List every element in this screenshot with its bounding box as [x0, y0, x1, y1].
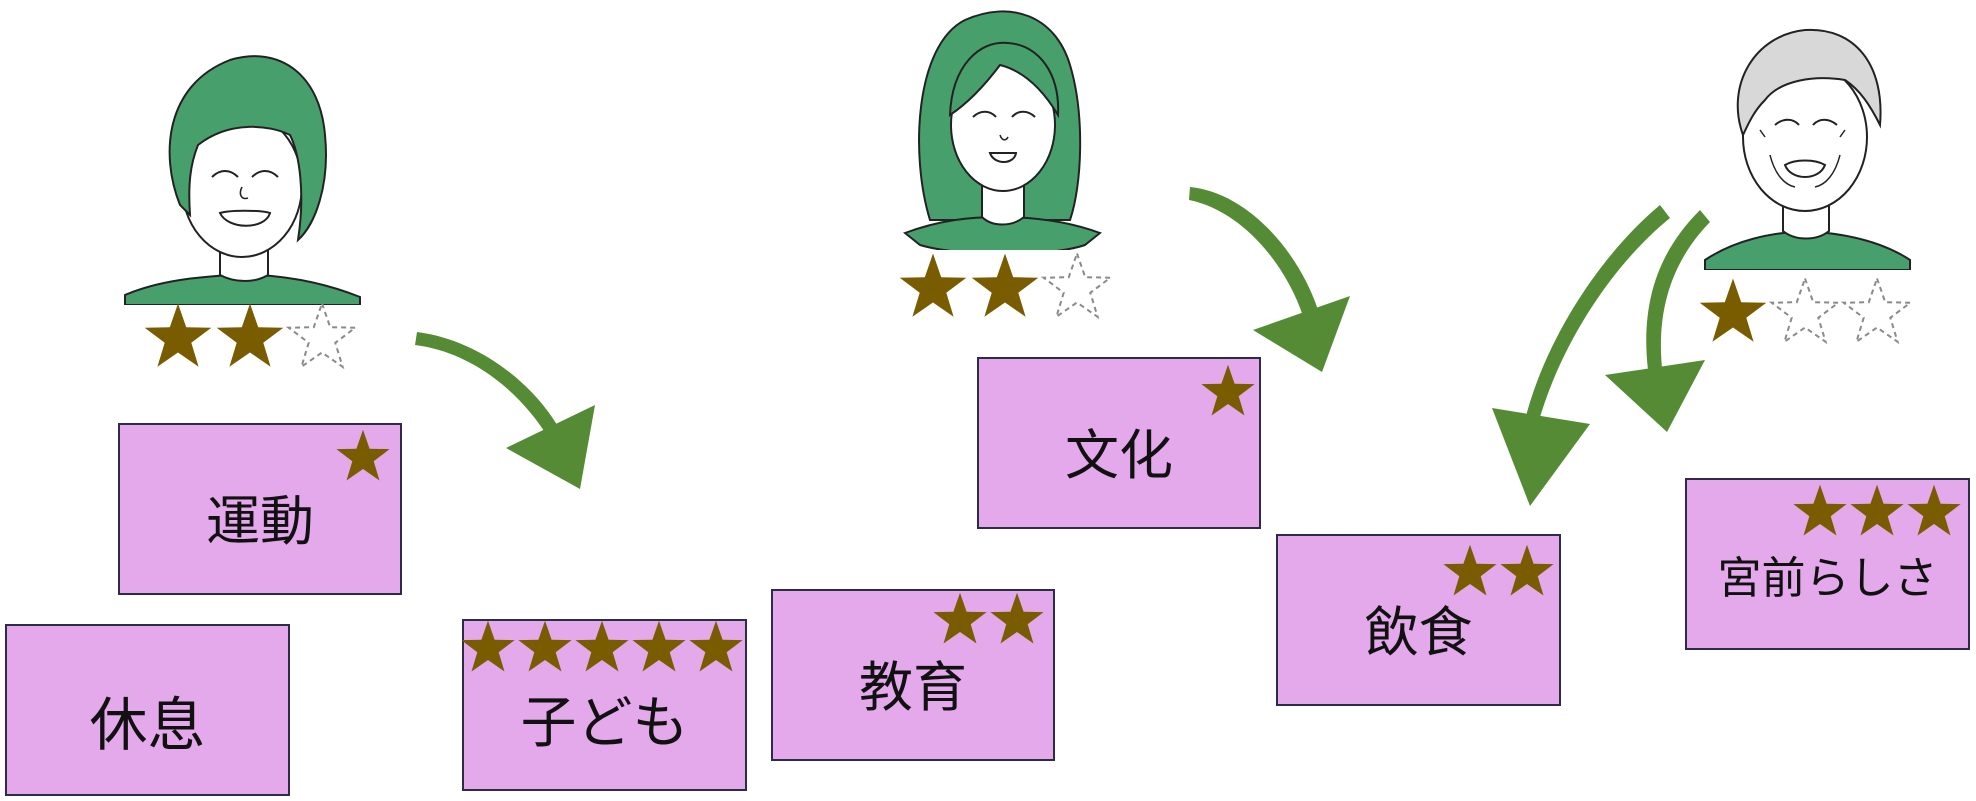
arrow-head: [1605, 360, 1705, 432]
curved-arrow-icon: [1525, 205, 1670, 424]
star-icon: [899, 253, 967, 317]
stars-svg: [336, 429, 390, 481]
stars-svg: [144, 300, 359, 370]
card-stars: [1792, 482, 1962, 542]
rating-young-woman: [898, 250, 1114, 320]
card-label: 子ども: [520, 691, 689, 756]
card-label: 運動: [206, 490, 314, 553]
person-icon: [1704, 28, 1911, 270]
card-food: 飲食: [1276, 534, 1561, 706]
arrow-head: [1253, 296, 1350, 372]
card-stars: [460, 618, 744, 678]
stars-svg: [933, 592, 1044, 644]
card-stars: [335, 427, 391, 487]
star-icon: [1500, 544, 1554, 596]
star-icon: [575, 620, 629, 672]
curved-arrow-icon: [1189, 187, 1318, 316]
star-icon: [336, 429, 390, 481]
star-icon: [689, 620, 743, 672]
star-icon: [144, 303, 212, 367]
star-icon: [1699, 278, 1767, 342]
star-icon: [1443, 544, 1497, 596]
card-stars: [1200, 362, 1256, 422]
star-icon: [1850, 484, 1904, 536]
stars-svg: [1699, 275, 1914, 345]
card-label: 休息: [89, 691, 206, 759]
star-icon: [518, 620, 572, 672]
empty-star-icon: [1840, 275, 1914, 345]
star-icon: [216, 303, 284, 367]
curved-arrow-icon: [415, 332, 560, 437]
card-label: 宮前らしさ: [1717, 553, 1938, 604]
star-icon: [990, 592, 1044, 644]
rating-elder: [1698, 275, 1914, 345]
rating-young-man: [143, 300, 359, 370]
star-icon: [632, 620, 686, 672]
arrow-head: [1492, 408, 1590, 506]
card-rest: 休息: [5, 624, 290, 796]
star-icon: [461, 620, 515, 672]
star-icon: [1907, 484, 1961, 536]
empty-star-icon: [1768, 275, 1842, 345]
stars-svg: [1443, 544, 1554, 596]
stars-svg: [899, 250, 1114, 320]
card-label: 教育: [859, 656, 967, 719]
curved-arrow-icon: [1646, 210, 1710, 370]
card-culture: 文化: [977, 357, 1261, 529]
stars-svg: [1201, 364, 1255, 416]
stars-svg: [1793, 484, 1961, 536]
stars-svg: [461, 620, 743, 672]
star-icon: [1201, 364, 1255, 416]
card-label: 文化: [1065, 424, 1173, 487]
star-icon: [971, 253, 1039, 317]
star-icon: [933, 592, 987, 644]
star-icon: [1793, 484, 1847, 536]
card-stars: [1442, 542, 1555, 602]
card-sports: 運動: [118, 423, 402, 595]
card-stars: [932, 590, 1045, 650]
arrow-head: [506, 405, 595, 489]
empty-star-icon: [1040, 250, 1114, 320]
card-label: 飲食: [1364, 601, 1473, 664]
person-icon: [124, 55, 361, 305]
person-icon: [902, 10, 1103, 250]
empty-star-icon: [285, 300, 359, 370]
